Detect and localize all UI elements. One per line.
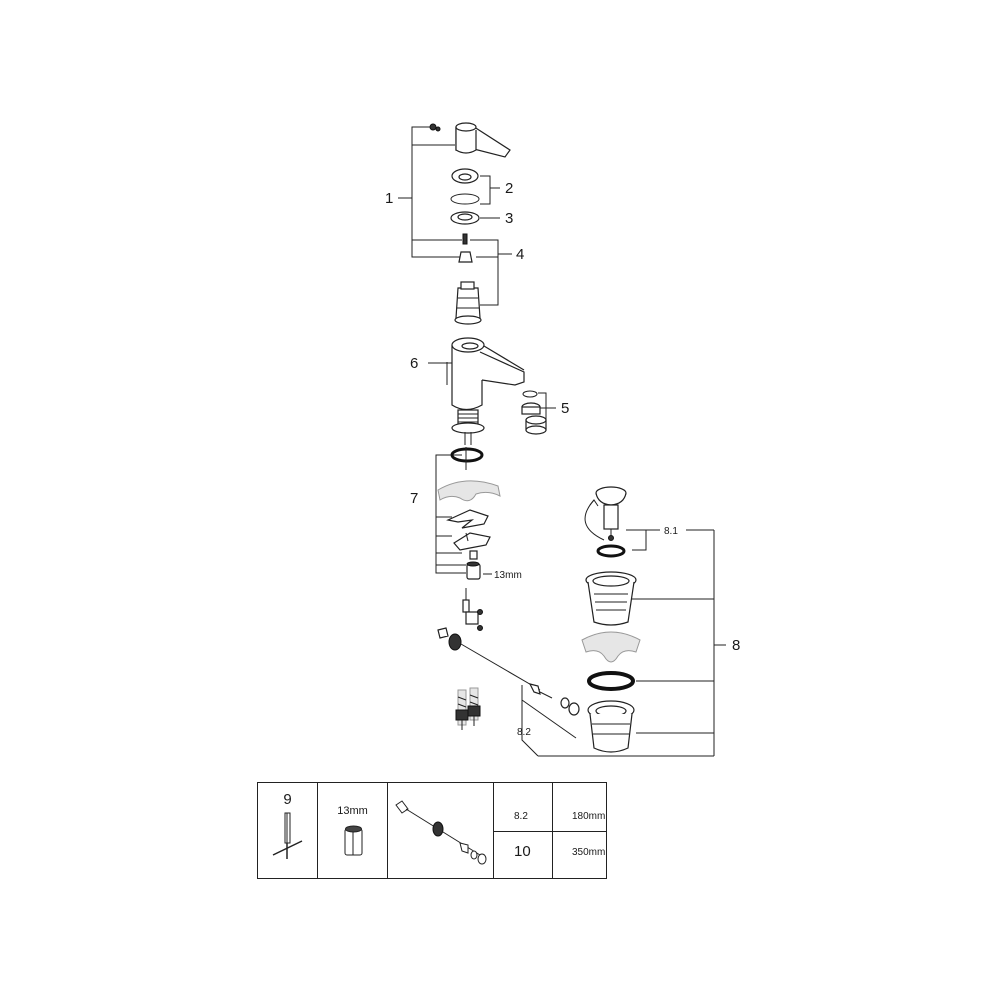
callout-label-13mm: 13mm xyxy=(494,570,522,581)
aerator-seal xyxy=(522,390,538,398)
horseshoe-pin xyxy=(465,532,469,542)
lever-handle xyxy=(455,122,511,158)
callout-label-1: 1 xyxy=(385,190,393,207)
callout-label-8-1: 8.1 xyxy=(664,526,678,537)
gasket xyxy=(437,480,501,502)
aerator-insert xyxy=(521,402,541,415)
callout-label-6: 6 xyxy=(410,355,418,372)
callout-bracket-2 xyxy=(480,175,500,205)
faucet-threaded-shank xyxy=(451,409,485,445)
o-ring xyxy=(450,193,480,205)
cover-cap-hole xyxy=(458,173,472,181)
nut-13mm-icon xyxy=(344,825,363,856)
linkage-connector xyxy=(465,609,483,631)
callout-label-3: 3 xyxy=(505,210,513,227)
pivot-rod-icon xyxy=(395,800,487,865)
fixing-stud-nut xyxy=(469,550,478,560)
tool-cell-9: 9 xyxy=(258,783,318,878)
linkage-bolt xyxy=(437,627,449,639)
row-length-8-2: 180mm xyxy=(572,811,606,822)
tool-key-icon xyxy=(272,812,303,859)
callout-bracket-8 xyxy=(538,530,726,757)
pivot-seal xyxy=(560,697,570,709)
pivot-nut xyxy=(568,702,580,716)
tools-table: 9 13mm 8.2 180mm 10 350mm xyxy=(257,782,607,879)
pivot-rod-cell xyxy=(388,783,494,878)
plug-seal xyxy=(596,544,626,558)
callout-label-8: 8 xyxy=(732,637,740,654)
pop-up-plug xyxy=(595,486,627,541)
waste-body xyxy=(587,700,635,753)
tool-number: 9 xyxy=(283,791,292,808)
callout-label-2: 2 xyxy=(505,180,513,197)
waste-seal-ring xyxy=(587,671,635,691)
callout-label-7: 7 xyxy=(410,490,418,507)
callout-bracket-8-2 xyxy=(521,685,577,757)
callout-bracket-7 xyxy=(435,454,466,574)
plug-pivot-arrow xyxy=(584,499,605,541)
horseshoe-washer xyxy=(453,532,491,551)
callout-label-8-2: 8.2 xyxy=(517,727,531,738)
stabilizer-plate xyxy=(446,509,489,529)
base-seal xyxy=(450,447,484,463)
row-label-10: 10 xyxy=(514,843,531,860)
pivot-rod-assembly xyxy=(448,633,553,699)
callout-bracket-4 xyxy=(470,239,512,306)
cartridge-screw xyxy=(462,233,468,245)
callout-label-4: 4 xyxy=(516,246,524,263)
rod-length-cell: 8.2 180mm 10 350mm xyxy=(494,783,606,878)
fixing-nut-13mm xyxy=(466,561,481,580)
wrench-size: 13mm xyxy=(337,805,368,817)
callout-bracket-1 xyxy=(398,126,462,258)
faucet-body xyxy=(451,337,525,411)
waste-gasket xyxy=(581,631,641,663)
aerator-housing xyxy=(525,415,547,435)
adapter-nut xyxy=(458,251,473,263)
handle-screw xyxy=(429,123,441,132)
callout-bracket-8-1 xyxy=(626,529,714,551)
callout-label-5: 5 xyxy=(561,400,569,417)
retaining-nut xyxy=(450,211,480,225)
pull-rod-tip xyxy=(462,599,470,613)
row-length-10: 350mm xyxy=(572,847,606,858)
waste-flange xyxy=(585,571,637,626)
flexible-hoses xyxy=(455,687,481,730)
row-label-8-2: 8.2 xyxy=(514,811,528,822)
wrench-size-cell: 13mm xyxy=(318,783,388,878)
cartridge xyxy=(454,281,482,325)
